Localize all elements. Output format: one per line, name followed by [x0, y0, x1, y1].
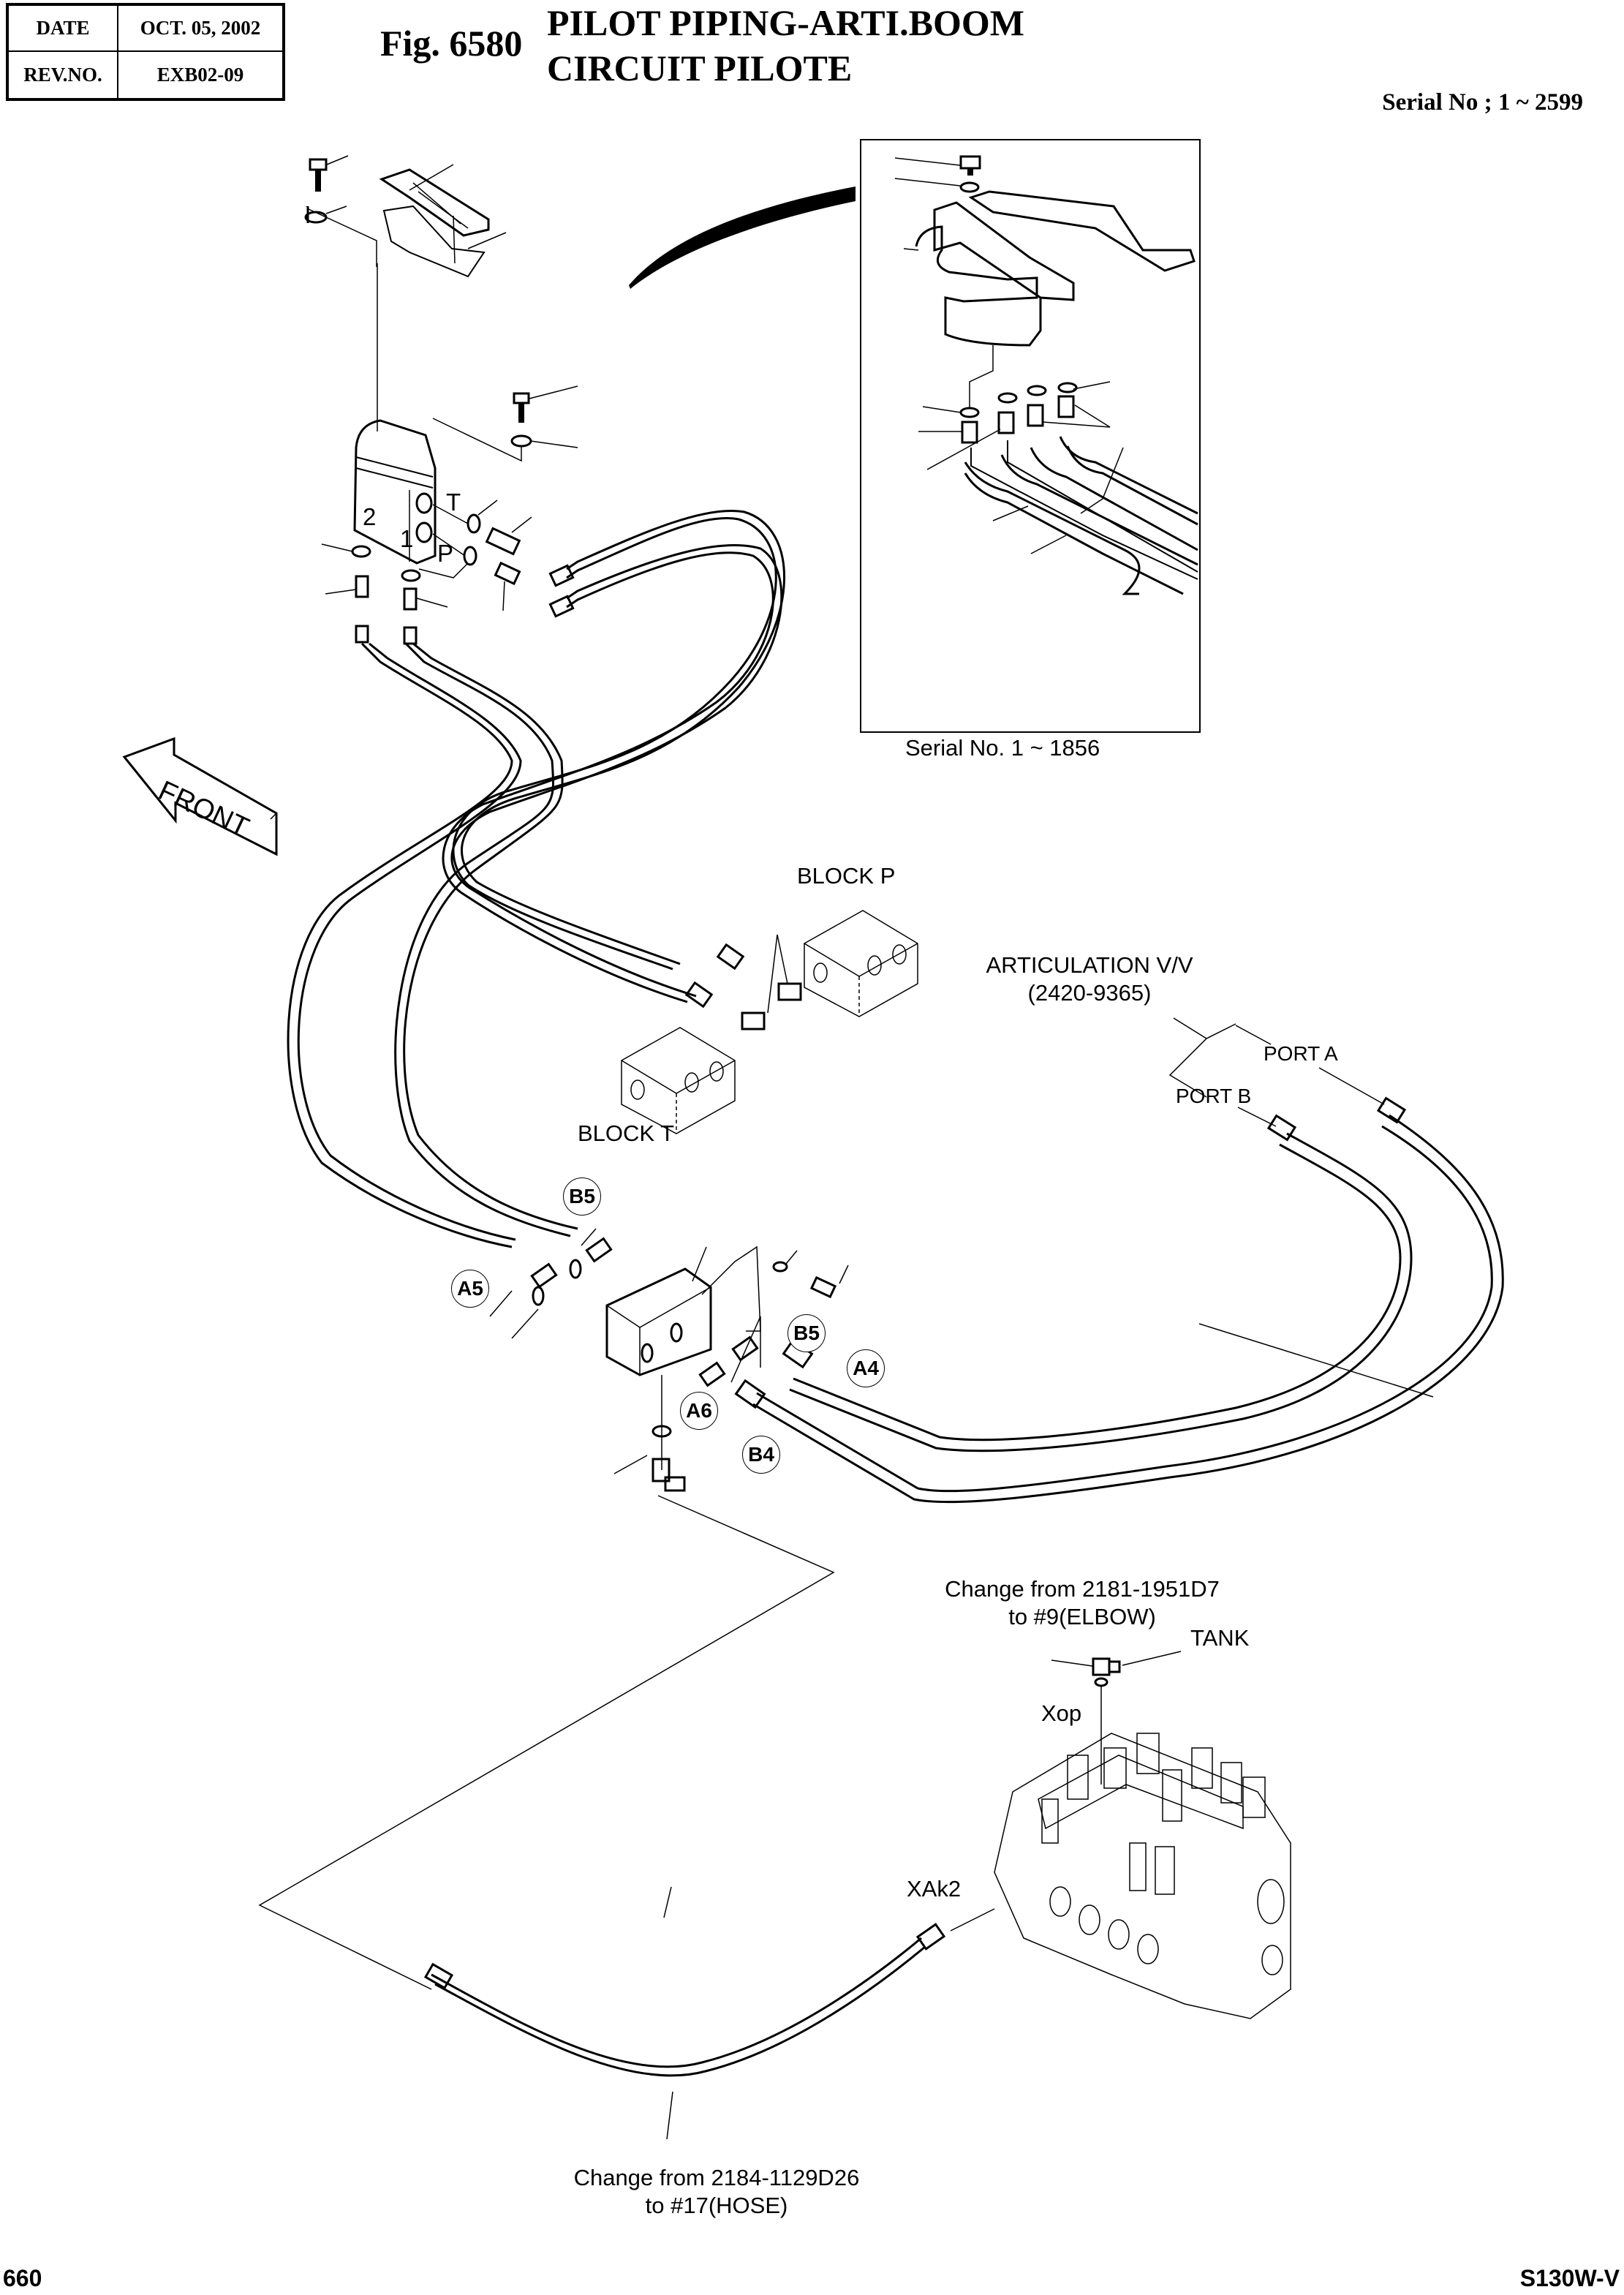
tee-fitting-icon: [741, 934, 802, 1030]
figure-number: Fig. 6580: [380, 23, 523, 64]
front-arrow-icon: [122, 736, 278, 856]
elbow-change-note-line1: Change from 2181-1951D7: [945, 1576, 1220, 1602]
callout-a4: A4: [847, 1349, 885, 1387]
hose-change-note-line1: Change from 2184-1129D26: [573, 2165, 860, 2190]
port-p-label: P: [437, 540, 454, 567]
hose-end-fitting-icon: [548, 564, 745, 1009]
callout-b5-upper: B5: [563, 1177, 601, 1216]
inset-pedal-icon: [894, 155, 1196, 407]
date-label: DATE: [9, 6, 118, 52]
page-number: 660: [3, 2265, 42, 2291]
inset-detail-box: [860, 139, 1201, 733]
callout-b4: B4: [742, 1436, 780, 1474]
fitting-icon: [418, 500, 532, 611]
leader-lines: [1168, 1017, 1385, 1127]
block-t-label: BLOCK T: [578, 1120, 675, 1146]
inset-caption: Serial No. 1 ~ 1856: [905, 735, 1100, 761]
port-a-label: PORT A: [1264, 1042, 1338, 1065]
pedal-icon: [379, 164, 507, 278]
elbow-change-note-line2: to #9(ELBOW): [1008, 1604, 1156, 1629]
port-t-label: T: [446, 489, 461, 516]
callout-a6: A6: [680, 1392, 718, 1430]
block-p-label: BLOCK P: [797, 863, 896, 889]
hose-change-note-line2: to #17(HOSE): [645, 2193, 788, 2218]
port-1-label: 1: [400, 525, 414, 552]
xak2-label: XAk2: [907, 1876, 962, 1902]
tee-fitting-icon: [652, 1425, 686, 1492]
inset-fittings-icon: [918, 381, 1111, 470]
xop-label: Xop: [1041, 1700, 1082, 1726]
elbow-fitting-icon: [1051, 1651, 1182, 1785]
rev-label: REV.NO.: [9, 52, 118, 98]
inset-hoses: [964, 436, 1198, 595]
pilot-valve-icon: [353, 419, 437, 565]
bolt-icon: [309, 155, 349, 192]
bolt-icon: [432, 385, 578, 462]
hose-articulation: [752, 1096, 1504, 1504]
block-p-icon: [804, 910, 918, 1017]
callout-b5-lower: B5: [788, 1314, 826, 1352]
leader-lines: [258, 1495, 835, 1990]
tank-label: TANK: [1190, 1625, 1250, 1651]
block-t-icon: [621, 1027, 736, 1134]
date-value: OCT. 05, 2002: [118, 6, 282, 52]
port-2-label: 2: [363, 503, 377, 530]
leader-lines: [489, 1228, 849, 1474]
articulation-valve-part-no: (2420-9365): [1027, 980, 1152, 1006]
hose-lower: [423, 1923, 946, 2140]
washer-icon: [304, 206, 377, 267]
callout-a5: A5: [451, 1270, 489, 1308]
model-name: S130W-V: [1519, 2265, 1620, 2291]
control-valve-icon: [994, 1733, 1291, 2019]
revision-table: DATE OCT. 05, 2002 REV.NO. EXB02-09: [6, 3, 285, 101]
serial-range: Serial No ; 1 ~ 2599: [1382, 89, 1583, 116]
articulation-valve-label: ARTICULATION V/V: [986, 952, 1193, 978]
hose-bundle: [287, 509, 785, 1248]
title-line-1: PILOT PIPING-ARTI.BOOM: [547, 2, 1024, 43]
inset-swoosh: [629, 186, 856, 289]
port-b-label: PORT B: [1176, 1085, 1252, 1107]
inset-drawing: [894, 155, 1198, 595]
manifold-block-icon: [530, 1237, 837, 1409]
fitting-icon: [321, 543, 448, 645]
rev-value: EXB02-09: [156, 64, 244, 86]
title-line-2: CIRCUIT PILOTE: [547, 48, 853, 88]
